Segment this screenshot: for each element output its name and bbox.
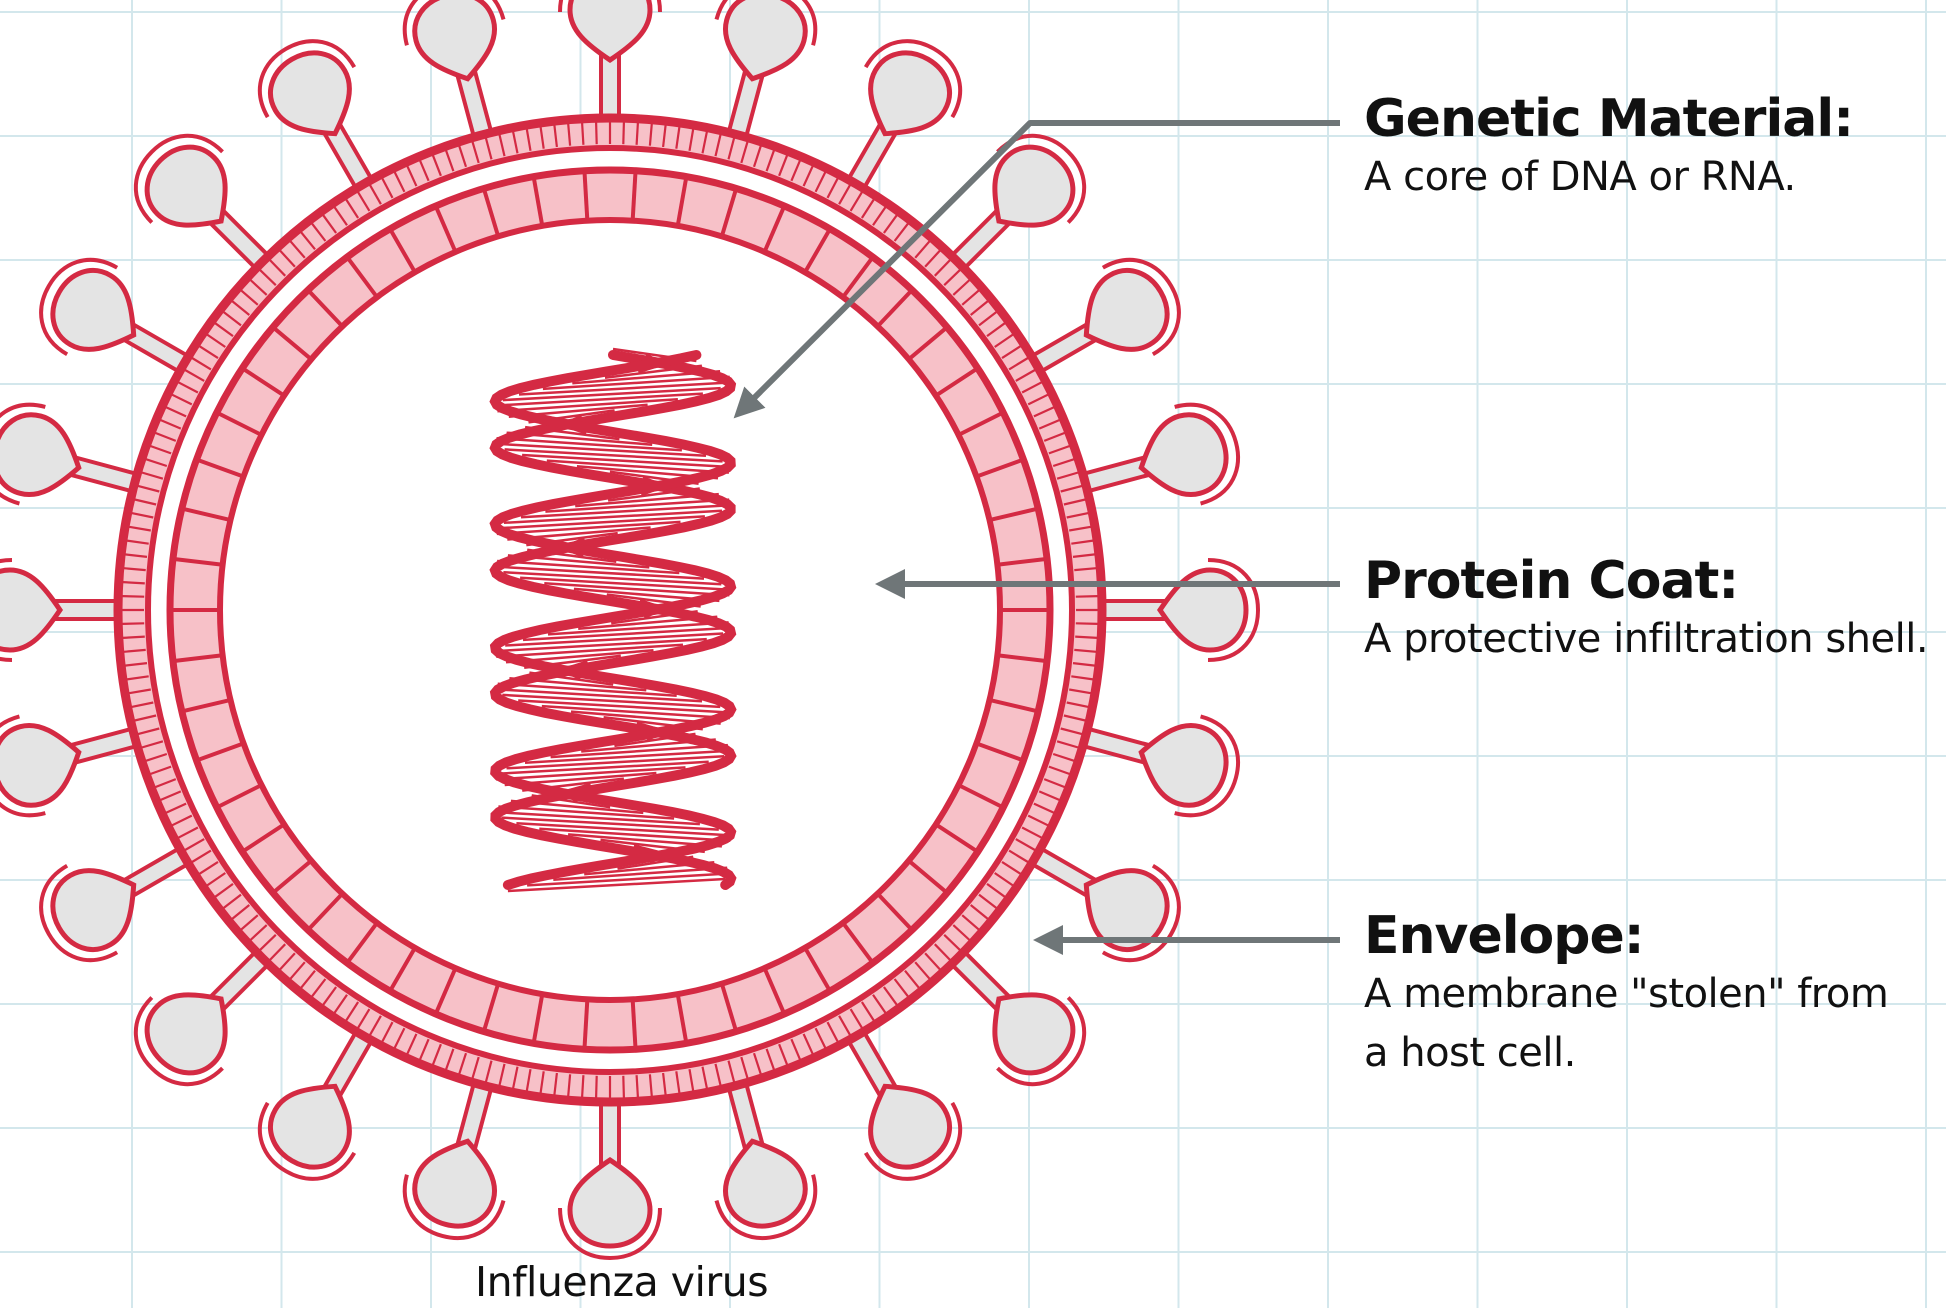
capsid-segment-divider — [633, 172, 636, 220]
diagram-caption: Influenza virus — [475, 1258, 768, 1306]
envelope-description: A membrane "stolen" from a host cell. — [1364, 965, 1924, 1083]
protein-coat-label: Protein Coat: A protective infiltration … — [1364, 552, 1946, 669]
protein-coat-shell — [170, 170, 1050, 1050]
genetic-material-description: A core of DNA or RNA. — [1364, 148, 1946, 207]
capsid-segment-divider — [585, 1000, 588, 1048]
envelope-label: Envelope: A membrane "stolen" from a hos… — [1364, 907, 1924, 1083]
capsid-inner-ring — [220, 220, 1000, 1000]
genetic-material-title: Genetic Material: — [1364, 90, 1946, 148]
genetic-material-label: Genetic Material: A core of DNA or RNA. — [1364, 90, 1946, 207]
capsid-segment-divider — [585, 172, 588, 220]
protein-coat-title: Protein Coat: — [1364, 552, 1946, 610]
capsid-segment-divider — [633, 1000, 636, 1048]
protein-coat-description: A protective infiltration shell. — [1364, 610, 1946, 669]
envelope-title: Envelope: — [1364, 907, 1924, 965]
